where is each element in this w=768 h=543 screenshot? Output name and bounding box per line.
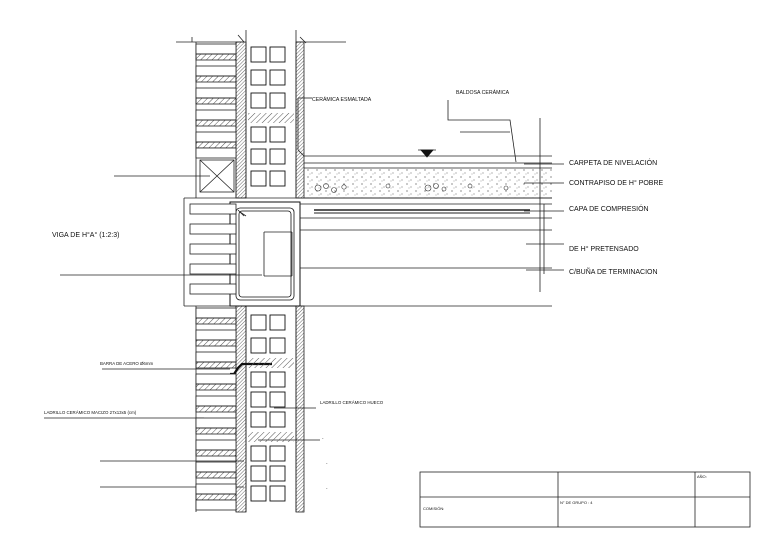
hollow-bricks [248, 46, 294, 502]
title-block-grupo: N° DE GRUPO : 4 [560, 500, 593, 505]
label-contrapiso: CONTRAPISO DE H° POBRE [569, 180, 664, 187]
label-dash-3: - [326, 486, 328, 491]
label-carpeta-nivelacion: CARPETA DE NIVELACIÓN [569, 160, 658, 167]
title-block-ano: AÑO: [697, 474, 707, 479]
label-viga-ha: VIGA DE H°A° (1:2:3) [52, 232, 120, 239]
aggregate [314, 183, 509, 193]
label-barra-acero: BARRA DE ACERO Ø6mm [100, 361, 154, 366]
label-dash-1: - [322, 436, 324, 441]
floor-layers [300, 118, 552, 292]
label-de-h-pretensado: DE H° PRETENSADO [569, 246, 639, 253]
label-ladrillo-macizo: LADRILLO CERÁMICO MACIZO 27x13x5 (cm) [44, 410, 137, 415]
title-block [419, 471, 751, 528]
label-ladrillo-hueco: LADRILLO CERÁMICO HUECO [320, 400, 384, 405]
label-capa-compresion: CAPA DE COMPRESIÓN [569, 206, 649, 213]
label-baldosa-ceramica: BALDOSA CERÁMICA [456, 90, 510, 96]
label-ceramica-esmaltada: CERÁMICA ESMALTADA [312, 97, 372, 103]
concrete-beam [183, 197, 552, 307]
label-dash-2: - [326, 461, 328, 466]
title-block-comision: COMISIÓN: [423, 506, 445, 511]
label-c-buna: C/BUÑA DE TERMINACION [569, 269, 658, 276]
